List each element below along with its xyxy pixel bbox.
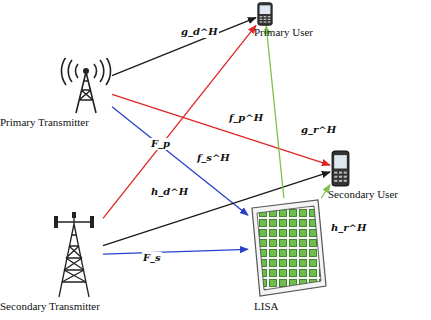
channel-label: h_d^H [150, 186, 189, 198]
tower-icon [45, 212, 103, 298]
node-label: LISA [254, 300, 278, 313]
user-node: Secondary User [330, 150, 351, 187]
phone-icon [330, 150, 351, 187]
channel-label: f_p^H [228, 112, 264, 124]
node-label: Primary User [254, 26, 313, 39]
channel-arrow [112, 18, 256, 76]
tower-icon [60, 58, 112, 114]
lisa-panel: LISA [248, 198, 330, 298]
channel-label: F_p [150, 138, 171, 150]
channel-arrow [103, 249, 248, 254]
user-node: Primary User [256, 2, 274, 26]
transmitter-node: Primary Transmitter [60, 58, 112, 114]
phone-icon [256, 2, 274, 26]
transmitter-node: Secondary Transmitter [45, 212, 103, 298]
surface-icon [248, 198, 330, 298]
channel-label: f_s^H [196, 152, 231, 164]
channel-label: g_d^H [180, 26, 219, 38]
node-label: Primary Transmitter [0, 116, 89, 129]
node-label: Secondary User [328, 188, 398, 201]
channel-arrow [112, 94, 330, 165]
node-label: Secondary Transmitter [0, 300, 100, 313]
channel-arrow [266, 26, 284, 198]
channel-label: F_s [142, 252, 162, 264]
channel-label: g_r^H [300, 124, 337, 136]
channel-label: h_r^H [330, 222, 367, 234]
